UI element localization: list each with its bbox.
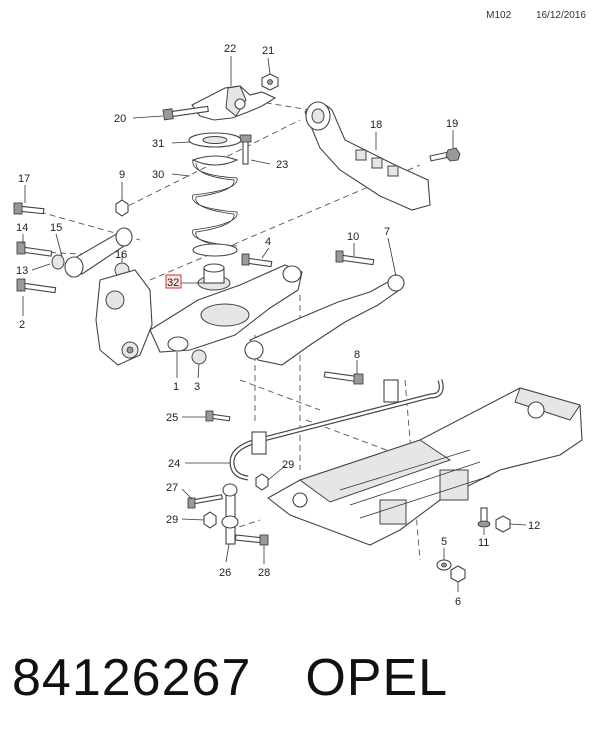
callout-19: 19 (446, 118, 458, 130)
washer-5 (436, 559, 452, 571)
coil-spring (191, 155, 239, 257)
bolt-11 (477, 507, 491, 528)
callout-26: 26 (219, 567, 231, 579)
callout-29-upper: 29 (282, 459, 294, 471)
callout-23: 23 (276, 159, 288, 171)
callout-16: 16 (115, 249, 127, 261)
nut-9 (115, 199, 129, 217)
callout-11: 11 (478, 537, 489, 549)
callout-27: 27 (166, 482, 178, 494)
callout-9: 9 (119, 169, 125, 181)
callout-6: 6 (455, 596, 461, 608)
bolt-4 (241, 253, 273, 268)
diagram-date: 16/12/2016 (535, 10, 586, 21)
nut-12 (495, 515, 511, 533)
bolt-14 (16, 241, 53, 257)
callout-30: 30 (152, 169, 164, 181)
callout-14: 14 (16, 222, 28, 234)
callout-25: 25 (166, 412, 178, 424)
callout-32: 32 (167, 277, 179, 289)
callout-5: 5 (441, 536, 447, 548)
callout-20: 20 (114, 113, 126, 125)
upper-control-link (64, 227, 133, 278)
bolt-23 (239, 134, 252, 165)
header: M102 16/12/2016 (464, 10, 586, 21)
callout-18: 18 (370, 119, 382, 131)
exploded-suspension-diagram: 22 21 20 31 23 30 18 19 9 17 15 14 13 16… (13, 43, 583, 608)
bolt-2 (16, 278, 57, 294)
upper-mount-bracket (191, 85, 277, 121)
callout-labels: 22 21 20 31 23 30 18 19 9 17 15 14 13 16… (16, 43, 540, 608)
stabilizer-bar (229, 379, 444, 481)
nut-29-upper (255, 473, 269, 491)
highlighted-part-32-box (165, 274, 182, 289)
callout-22: 22 (224, 43, 236, 55)
callout-7: 7 (384, 226, 390, 238)
callout-4: 4 (265, 236, 271, 248)
callout-31: 31 (152, 138, 164, 150)
callout-12: 12 (528, 520, 540, 532)
bolt-27 (187, 494, 223, 509)
nut-21 (261, 73, 279, 91)
bushing-13 (51, 254, 65, 270)
callout-13: 13 (16, 265, 28, 277)
callout-2: 2 (19, 319, 25, 331)
bushing-3 (191, 349, 207, 365)
bolt-10 (335, 250, 375, 266)
lower-control-arm (149, 264, 303, 353)
spring-upper-seat (188, 132, 242, 148)
bolt-25 (205, 410, 231, 422)
callout-29-lower: 29 (166, 514, 178, 526)
rear-subframe (267, 387, 583, 546)
nut-6 (450, 565, 466, 583)
bolt-8 (323, 371, 364, 385)
callout-15: 15 (50, 222, 62, 234)
wheel-knuckle (95, 269, 153, 366)
leader-lines (22, 56, 527, 592)
diagram-code: M102 (486, 10, 512, 21)
bolt-17 (13, 202, 45, 215)
spring-lower-seat (197, 263, 231, 291)
stabilizer-link (203, 483, 239, 545)
callout-3: 3 (194, 381, 200, 393)
footer: 84126267 OPEL (12, 648, 448, 708)
bolt-28 (234, 534, 269, 546)
bolt-20 (162, 105, 209, 121)
callout-10: 10 (347, 231, 359, 243)
part-number: 84126267 (12, 649, 252, 707)
callout-24: 24 (168, 458, 180, 470)
callout-21: 21 (262, 45, 274, 57)
trailing-arm (304, 101, 431, 211)
lower-link (244, 274, 405, 366)
callout-17: 17 (18, 173, 30, 185)
callout-8: 8 (354, 349, 360, 361)
bolt-19 (429, 147, 461, 162)
callout-1: 1 (173, 381, 179, 393)
callout-28: 28 (258, 567, 270, 579)
brand-name: OPEL (305, 649, 449, 707)
